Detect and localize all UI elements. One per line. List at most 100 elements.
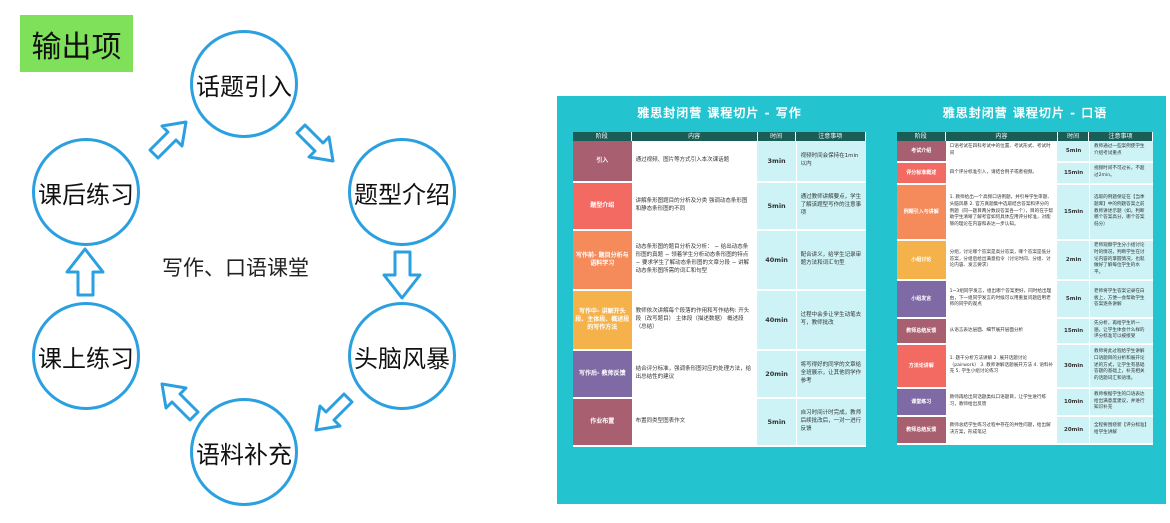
header-cell: 阶段	[897, 132, 946, 141]
header-cell: 时间	[758, 132, 796, 141]
table-row: 写作前- 题目分析与语料学习动态条形图的题目分析及分析： − 给出动态条形图的真…	[573, 231, 866, 291]
time-cell: 15min	[1058, 163, 1089, 183]
content-cell: 布置同类型图表作文	[632, 399, 758, 445]
stage-cell: 写作前- 题目分析与语料学习	[573, 231, 632, 289]
node-material-supplement: 语料补充	[190, 398, 298, 506]
content-cell: 四个评分标准引入，请结合例子或者视频。	[946, 163, 1059, 183]
content-cell: 口语考试在四科考试中的位置、考试形式、考试时间	[946, 141, 1059, 161]
note-cell: 教师将此过程给学生讲解口语题目的分析和展开论述的方式，让学生有基础答题的基础上，…	[1088, 345, 1153, 387]
table-row: 写作中- 讲解开头段、主体段、概述段的写作方法教师依次讲解每个段落的作用和写作结…	[573, 291, 866, 351]
note-cell: 视频时间不可过长，不超过2min。	[1088, 163, 1153, 183]
note-cell: 视频时间会保持在1min以内	[795, 141, 866, 181]
output-label-text: 输出项	[31, 29, 122, 65]
writing-doc: 雅思封闭营 课程切片 - 写作 阶段内容时间注意事项引入通过视频、图片等方式引入…	[567, 96, 872, 504]
stage-cell: 方法论讲解	[897, 345, 946, 387]
arrow-down-right-1	[295, 123, 335, 163]
content-cell: 从语言表达层面、细节展开层面分析	[946, 319, 1059, 343]
node-homework-practice: 课后练习	[32, 138, 140, 246]
node-question-type: 题型介绍	[348, 138, 456, 246]
arrow-up-right-1	[148, 120, 188, 160]
note-cell: 全程要围绕新【评分标准】给学生讲解	[1088, 417, 1153, 443]
header-cell: 注意事项	[796, 132, 866, 141]
note-cell: 老师观察学生分小组讨论时的情况，判断学生在讨论内容的掌握情况，也就做好了解每位学…	[1088, 241, 1153, 279]
table-header: 阶段内容时间注意事项	[897, 132, 1153, 141]
arrow-down-right	[382, 250, 422, 300]
content-cell: 教师总结学生练习过程中存在的共性问题，给出解决方案，形成笔记	[946, 417, 1059, 443]
center-text: 写作、口语课堂	[162, 256, 309, 280]
node-question-type-label: 题型介绍	[354, 180, 450, 209]
time-cell: 5min	[1058, 141, 1089, 161]
course-slices-image: 雅思封闭营 课程切片 - 写作 阶段内容时间注意事项引入通过视频、图片等方式引入…	[557, 96, 1166, 504]
node-topic-intro: 话题引入	[190, 30, 298, 138]
node-brainstorm: 头脑风暴	[348, 302, 456, 410]
content-cell: 教师再给出同话题类似口语题目，让学生进行练习，教师给出反馈	[946, 389, 1059, 415]
time-cell: 20min	[1058, 417, 1089, 443]
node-topic-intro-label: 话题引入	[196, 72, 292, 101]
content-cell: 1. 题干分析方法讲解 2. 展开话题讨论（pairwork） 3. 教师讲解话…	[946, 345, 1059, 387]
stage-cell: 评分标准概述	[897, 163, 946, 183]
note-cell: 老师将学生答案记录在白板上，方便一会帮助学生答案逐条讲解	[1088, 281, 1153, 317]
table-header: 阶段内容时间注意事项	[573, 132, 866, 141]
node-homework-practice-label: 课后练习	[38, 180, 134, 209]
content-cell: 结合评分标准，强调条形图对应的处理方法，给出总结性的建议	[632, 351, 758, 397]
time-cell: 5min	[757, 183, 796, 229]
content-cell: 动态条形图的题目分析及分析： − 给出动态条形图的真题 − 领着学生分析动态条形…	[632, 231, 758, 289]
stage-cell: 题型介绍	[573, 183, 632, 229]
note-cell: 自习时间计时完成，教师后续批改后，一对一进行反馈	[795, 399, 866, 445]
time-cell: 15min	[1058, 319, 1089, 343]
time-cell: 2min	[1058, 241, 1089, 279]
time-cell: 20min	[757, 351, 796, 397]
speaking-title: 雅思封闭营 课程切片 - 口语	[942, 106, 1108, 120]
note-cell: 将写得好的同学的文章给全班展示，让其他同学作参考	[795, 351, 866, 397]
stage-cell: 教师总结反馈	[897, 319, 946, 343]
arrow-up-left	[65, 247, 105, 297]
time-cell: 5min	[1058, 281, 1089, 317]
time-cell: 10min	[1058, 389, 1089, 415]
node-brainstorm-label: 头脑风暴	[354, 344, 450, 373]
time-cell: 40min	[757, 291, 796, 349]
table-row: 小组讨论分组，讨论哪个答案是高分答案，哪个答案是低分答案，分组后给出满意指令（讨…	[897, 241, 1153, 281]
content-cell: 分组，讨论哪个答案是高分答案，哪个答案是低分答案，分组后给出满意指令（讨论时间、…	[946, 241, 1059, 279]
time-cell: 40min	[757, 231, 796, 289]
stage-cell: 作业布置	[573, 399, 632, 445]
note-cell: 选取的例题保证在【当季题库】中的例题答案之前教师讲述示题（如，判断哪个答案高分，…	[1088, 185, 1153, 239]
content-cell: 1~3组同学发言，组出哪个答案更好，同时给出理由，下一组同学发言的时候可以用重复…	[946, 281, 1059, 317]
note-cell: 配合讲义，给学生记录审题方法和词汇句型	[795, 231, 866, 289]
writing-title: 雅思封闭营 课程切片 - 写作	[637, 106, 802, 120]
header-cell: 时间	[1058, 132, 1089, 141]
node-in-class-practice-label: 课上练习	[38, 344, 134, 373]
note-cell: 通过教师讲解要点，学生了解该题型写作的注意事项	[795, 183, 866, 229]
header-cell: 注意事项	[1089, 132, 1153, 141]
content-cell: 讲解条形图题目的分析及分类 强调动态条形图和静态条形图的不同	[632, 183, 758, 229]
header-cell: 内容	[946, 132, 1059, 141]
header-cell: 内容	[632, 132, 758, 141]
stage-cell: 写作后- 教师反馈	[573, 351, 632, 397]
arrow-down-left-1	[314, 392, 354, 432]
note-cell: 先分析，再给学生听一遍，让学生体会什么样的评分标准可以被接受	[1088, 319, 1153, 343]
stage-cell: 引入	[573, 141, 632, 181]
arrow-up-left-1	[160, 382, 200, 422]
note-cell: 教师通过一些案例使学生介绍考试重点	[1088, 141, 1153, 161]
note-cell: 教师根据学生的口语表达给出满意度建议，并进行知识补充	[1088, 389, 1153, 415]
header-cell: 阶段	[573, 132, 632, 141]
content-cell: 通过视频、图片等方式引入本次课话题	[632, 141, 758, 181]
content-cell: 1. 教师给出一个高频口语例题，并引导学生审题、头脑风暴 2. 官方真题集中选取…	[946, 185, 1059, 239]
stage-cell: 考试介绍	[897, 141, 946, 161]
stage-cell: 教师总结反馈	[897, 417, 946, 443]
time-cell: 30min	[1058, 345, 1089, 387]
stage-cell: 课堂练习	[897, 389, 946, 415]
stage-cell: 例题引入与讲解	[897, 185, 946, 239]
